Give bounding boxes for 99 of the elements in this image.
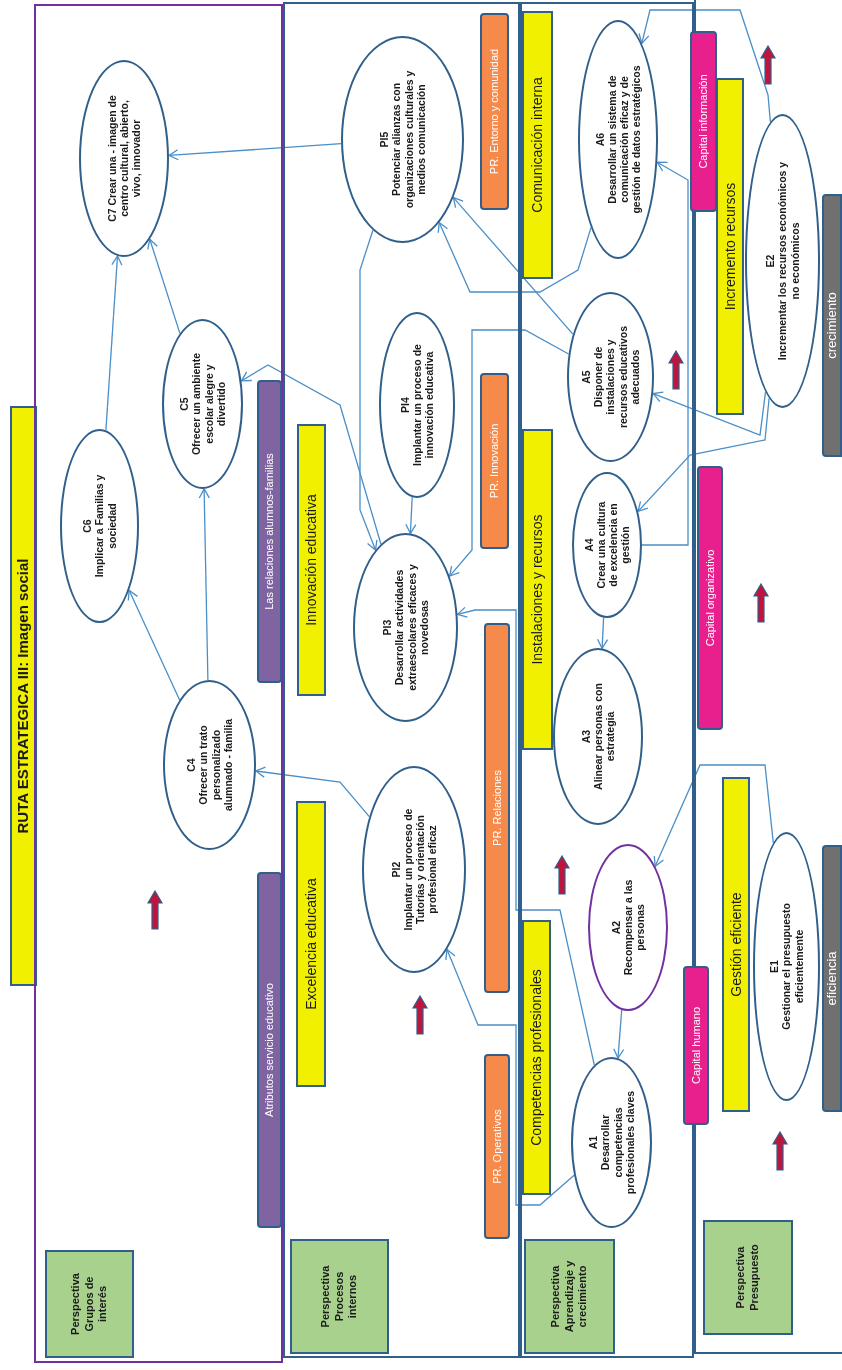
process-tag [484, 1054, 510, 1239]
connector-arrow [405, 496, 417, 535]
objective-code: E2 [764, 254, 777, 268]
perspective-box [524, 1239, 615, 1354]
perspective-band [694, 0, 842, 1354]
connector-arrow [596, 617, 609, 650]
objective-text: Potenciar alianzas con organizaciones culturales y medios comunicación [390, 69, 427, 210]
perspective-band [34, 4, 283, 1363]
theme-banner [522, 429, 553, 750]
connector-arrow [456, 606, 595, 1066]
perspective-box [45, 1250, 134, 1358]
connector-arrow [359, 229, 378, 551]
objective-text: Disponer de instalaciones y recursos educativos adecuados [592, 324, 641, 431]
capital-label: Capital organizativo [702, 549, 717, 647]
theme-label: Competencias profesionales [527, 969, 545, 1146]
objective-text: Crear una cultura de excelencia en gestión [594, 500, 632, 591]
perspective-box [290, 1239, 389, 1354]
connector-arrow [637, 397, 770, 512]
objective-text: Implantar un proceso de Tutorías y orientación profesional eficaz [401, 807, 439, 933]
objective-text: Incrementar los recursos económicos y no económicos [776, 161, 801, 361]
objective-text: Alinear personas con estrategia [591, 682, 617, 792]
connector-arrow [652, 391, 767, 436]
attribute-label: Atributos servicio educativo [262, 983, 277, 1117]
connector-arrow [653, 764, 774, 867]
theme-banner [297, 424, 326, 696]
objective-text: Desarrollar actividades extraescolares eficaces y novedosas [393, 563, 430, 692]
theme-label: Excelencia educativa [301, 878, 320, 1010]
process-tag [480, 373, 509, 549]
perspective-band [520, 2, 694, 1358]
theme-banner [296, 801, 326, 1087]
capital-tag [690, 31, 717, 212]
objective-code: E1 [768, 960, 781, 973]
objective-text: Desarrollar un sistema de comunicación eficaz y de gestión de datos estratégicos [605, 64, 643, 216]
objective-code: C6 [81, 519, 94, 533]
capital-label: Capital información [696, 74, 711, 169]
objective-text: Recompensar a las personas [621, 878, 647, 978]
objective-text: Implantar un proceso de innovación educativa [410, 343, 436, 468]
theme-label: Comunicación interna [528, 77, 546, 213]
objective-text: Implicar a Familias y sociedad [93, 473, 118, 580]
objective-code: A2 [609, 920, 622, 935]
process-tag [480, 13, 509, 210]
capital-tag [683, 966, 709, 1125]
objective-code: PI2 [389, 861, 402, 878]
perspective-box [703, 1220, 793, 1335]
process-label: PR. Relaciones [489, 770, 504, 846]
objective-text: C7 Crear una - imagen de centro cultural, abierto, vivo, innovador [105, 94, 143, 224]
perspective-label: Perspectiva Procesos internos [318, 1264, 360, 1330]
title-text: RUTA ESTRATEGICA III: Imagen social [13, 558, 33, 834]
budget-tab [822, 845, 842, 1112]
theme-banner [722, 777, 750, 1112]
process-label: PR. Entorno y comunidad [487, 48, 502, 175]
connector-arrow [641, 161, 689, 546]
capital-tag [697, 466, 723, 730]
objective-code: A3 [579, 729, 592, 744]
attribute-label: Las relaciones alumnos-familias [262, 453, 277, 610]
objective-code: A5 [580, 370, 593, 384]
objective-code: C5 [178, 397, 191, 411]
budget-label: eficiencia [823, 951, 841, 1006]
objective-code: PI4 [398, 397, 411, 413]
theme-label: Instalaciones y recursos [528, 514, 546, 665]
objective-text: Gestionar el presupuesto eficientemente [780, 902, 805, 1032]
connector-arrow [638, 9, 772, 123]
budget-label: crecimiento [823, 292, 841, 359]
budget-tab [822, 194, 842, 457]
connector-arrow [198, 488, 210, 681]
connector-arrow [445, 948, 575, 1206]
theme-banner [716, 78, 744, 415]
connector-arrow [255, 766, 370, 818]
theme-label: Gestión eficiente [726, 892, 745, 997]
perspective-band [283, 2, 520, 1358]
objective-code: A6 [593, 132, 606, 147]
perspective-label: Perspectiva Aprendizaje y crecimiento [548, 1259, 590, 1335]
objective-code: C4 [185, 758, 198, 772]
capital-label: Capital humano [688, 1006, 703, 1085]
objective-text: Desarrollar competencias profesionales claves [599, 1089, 636, 1197]
theme-label: Incremento recursos [720, 182, 739, 311]
process-tag [484, 623, 510, 993]
connector-arrow [105, 255, 123, 431]
connector-arrow [452, 196, 574, 335]
theme-banner [522, 920, 551, 1195]
connector-arrow [147, 238, 181, 335]
connector-arrow [168, 143, 342, 161]
objective-code: PI5 [378, 131, 391, 148]
connector-arrow [127, 589, 181, 701]
perspective-label: Perspectiva Grupos de interés [68, 1272, 110, 1337]
attribute-banner [257, 872, 282, 1228]
attribute-banner [257, 380, 282, 683]
connector-arrow [613, 1009, 625, 1059]
objective-code: PI3 [381, 619, 394, 636]
objective-text: Ofrecer un ambiente escolar alegre y divertido [190, 351, 227, 458]
theme-label: Innovación educativa [302, 494, 320, 626]
process-label: PR. Innovación [487, 423, 502, 499]
perspective-label: Perspectiva Presupuesto [734, 1243, 761, 1313]
objective-code: A1 [587, 1135, 600, 1150]
objective-text: Ofrecer un trato personalizado alumnado - familia [197, 717, 234, 814]
connector-arrow [437, 221, 592, 293]
objective-code: A4 [582, 538, 595, 552]
theme-banner [522, 11, 553, 279]
process-label: PR. Operativos [489, 1109, 504, 1184]
